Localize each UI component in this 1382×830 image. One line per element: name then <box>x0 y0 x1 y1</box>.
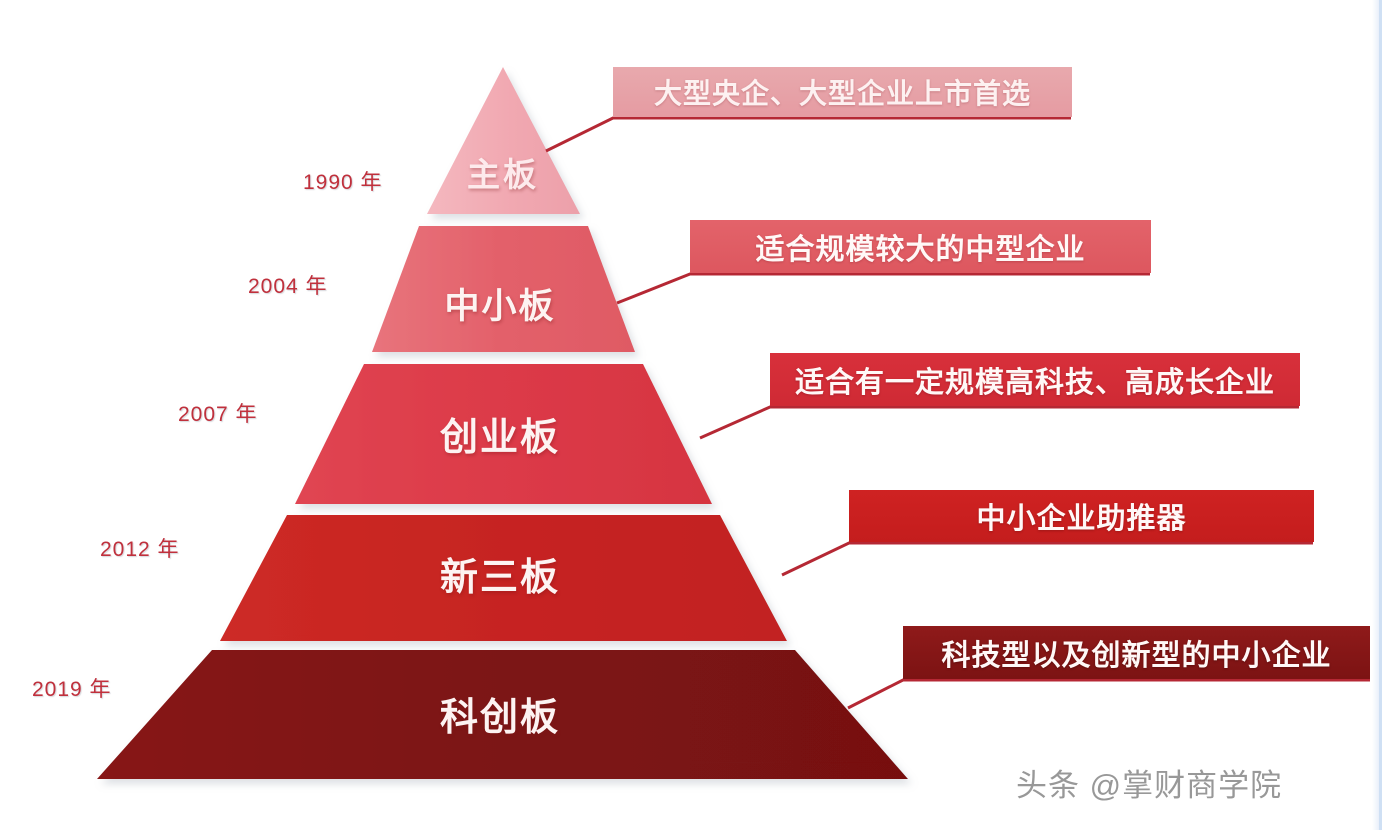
pyramid-tier-3-shape <box>295 364 712 504</box>
callout-tier-3: 适合有一定规模高科技、高成长企业 <box>770 353 1300 406</box>
leader-line-5 <box>847 678 1370 710</box>
callout-tier-4: 中小企业助推器 <box>849 490 1314 542</box>
callout-tier-2: 适合规模较大的中型企业 <box>690 220 1151 273</box>
year-label-tier-2: 2004 年 <box>248 275 328 298</box>
pyramid-tier-2-shape <box>372 226 635 352</box>
leader-line-3 <box>699 405 1299 440</box>
right-edge-gradient <box>1372 0 1382 830</box>
year-label-tier-1: 1990 年 <box>303 171 383 194</box>
watermark-text: 头条 @掌财商学院 <box>1016 768 1283 803</box>
callout-tier-5: 科技型以及创新型的中小企业 <box>903 626 1370 679</box>
year-label-tier-5: 2019 年 <box>32 678 112 701</box>
pyramid-tier-5-shape <box>97 650 908 779</box>
year-label-tier-4: 2012 年 <box>100 538 180 561</box>
year-label-tier-3: 2007 年 <box>178 403 258 426</box>
pyramid-tier-1-shape <box>427 67 580 214</box>
callout-tier-1: 大型央企、大型企业上市首选 <box>613 67 1072 117</box>
leader-line-2 <box>616 272 1150 305</box>
leader-line-4 <box>781 541 1313 577</box>
right-edge-line <box>1379 0 1382 830</box>
leader-line-1 <box>545 116 1071 153</box>
pyramid-tier-4-shape <box>220 515 787 641</box>
